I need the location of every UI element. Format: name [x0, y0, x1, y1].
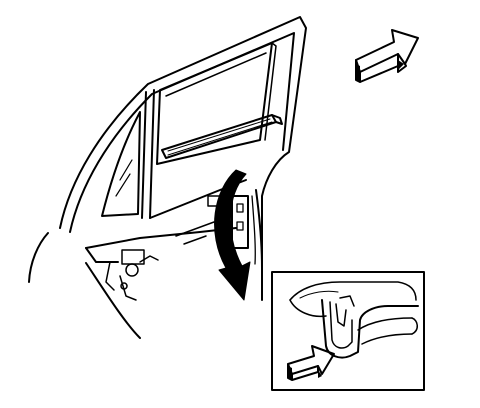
rear-door-edge-inner	[251, 195, 256, 265]
inset-direction-arrow	[287, 345, 335, 381]
inset-panel-upper-surface	[289, 281, 417, 301]
window-glass	[156, 42, 273, 165]
belt-seal-strip-ridge-1	[167, 118, 271, 152]
outline-block-arrow-right-icon	[355, 29, 419, 83]
window-glass-inner	[165, 52, 267, 97]
block-arrow-shading	[356, 60, 404, 82]
block-arrow-front-face	[355, 29, 419, 73]
seal-flange-end	[411, 317, 418, 335]
latch-bracket-slot-2	[236, 221, 244, 231]
inset-arrow-side-face	[287, 363, 319, 381]
belt-seal-strip-ridge-2	[167, 121, 273, 156]
seal-lip-1	[335, 303, 347, 327]
rear-glass-run-channel	[264, 42, 277, 141]
door-assembly	[28, 16, 307, 339]
belt-seal-end-cap	[271, 114, 283, 125]
door-lower-body-edge	[85, 262, 141, 339]
inset-frame	[271, 271, 425, 391]
division-channel-front	[141, 91, 147, 219]
curved-arrow-body	[214, 169, 251, 301]
inner-panel-front-edge	[85, 247, 119, 263]
door-frame-outer	[59, 16, 307, 301]
division-channel-rear	[149, 89, 155, 219]
rear-door-edge	[255, 189, 263, 269]
vent-window	[101, 111, 141, 217]
seal-lip-2	[339, 295, 355, 307]
curved-arrow-icon	[214, 169, 251, 301]
latch-bracket	[231, 195, 249, 249]
inset-panel-shade	[299, 290, 339, 299]
seal-flange	[357, 317, 413, 345]
latch-bracket-slot-1	[236, 203, 244, 213]
inner-panel-lower-edge	[85, 227, 237, 249]
regulator-arm	[175, 221, 215, 245]
seal-channel-inner-wall	[329, 301, 353, 349]
inset-arrow-front-face	[287, 345, 335, 375]
vent-window-glare-2	[115, 173, 131, 197]
inset-panel-lower-surface	[289, 299, 327, 318]
lock-mechanism	[105, 249, 159, 301]
vent-window-glare-1	[119, 159, 133, 181]
door-frame-inner	[69, 32, 295, 233]
door-outer-body-line	[28, 232, 49, 283]
